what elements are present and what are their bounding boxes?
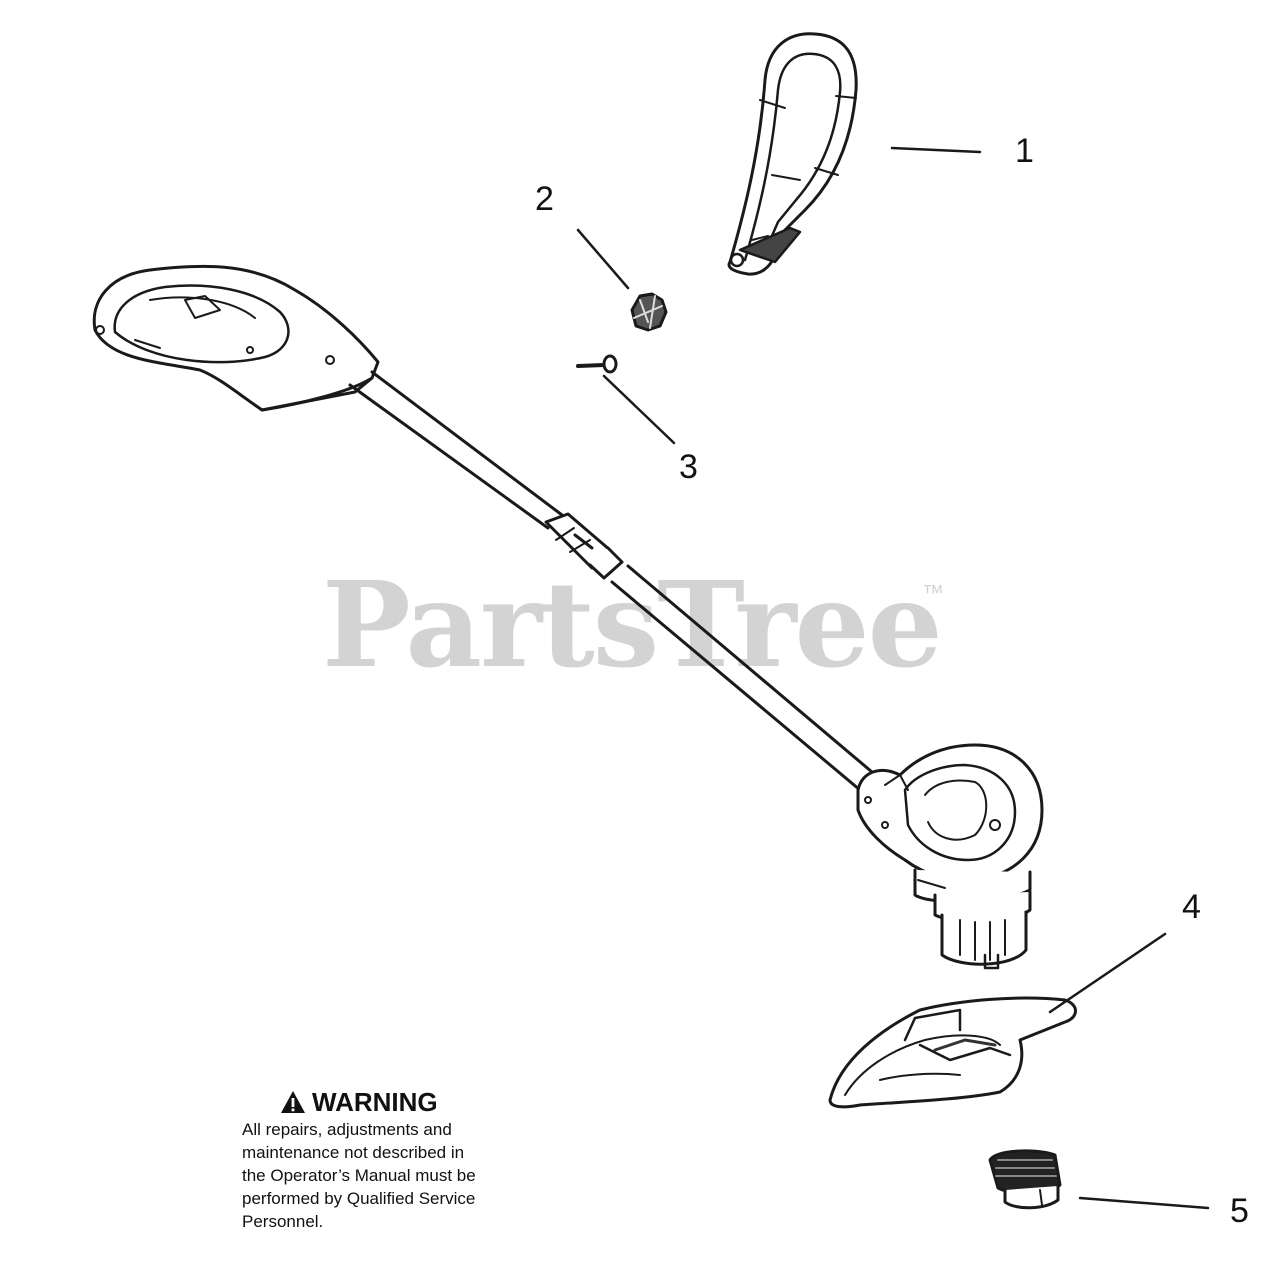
warning-line: All repairs, adjustments and — [242, 1120, 452, 1139]
part-shaft-coupler — [544, 512, 624, 580]
callout-1: 1 — [1015, 132, 1034, 170]
warning-line: performed by Qualified Service — [242, 1189, 476, 1208]
warning-body: All repairs, adjustments and maintenance… — [242, 1118, 562, 1233]
leader-line-5 — [1078, 1196, 1210, 1210]
warning-title: WARNING — [312, 1087, 438, 1117]
part-bolt — [576, 354, 618, 374]
callout-4: 4 — [1182, 888, 1201, 926]
leader-line-4 — [1048, 932, 1167, 1014]
watermark-trademark: ™ — [922, 580, 944, 605]
part-rear-handle-housing — [92, 264, 380, 412]
warning-notice: WARNING All repairs, adjustments and mai… — [242, 1088, 562, 1233]
watermark: PartsTree — [322, 555, 943, 694]
callout-2: 2 — [535, 180, 554, 218]
part-knob — [630, 292, 668, 332]
warning-line: Personnel. — [242, 1212, 324, 1231]
part-spool — [988, 1149, 1062, 1210]
leader-line-3 — [602, 374, 676, 445]
leader-line-2 — [576, 228, 630, 290]
warning-line: the Operator’s Manual must be — [242, 1166, 476, 1185]
callout-3: 3 — [679, 448, 698, 486]
warning-line: maintenance not described in — [242, 1143, 465, 1162]
leader-lines — [576, 146, 1210, 1210]
part-assist-handle — [727, 32, 858, 276]
warning-heading: WARNING — [280, 1088, 562, 1116]
part-lower-shaft — [610, 564, 874, 792]
part-upper-shaft — [348, 370, 568, 530]
callout-5: 5 — [1230, 1192, 1249, 1230]
part-motor-head — [856, 743, 1044, 970]
part-guard — [828, 996, 1077, 1109]
warning-triangle-icon — [281, 1091, 305, 1113]
leader-line-1 — [890, 146, 982, 154]
